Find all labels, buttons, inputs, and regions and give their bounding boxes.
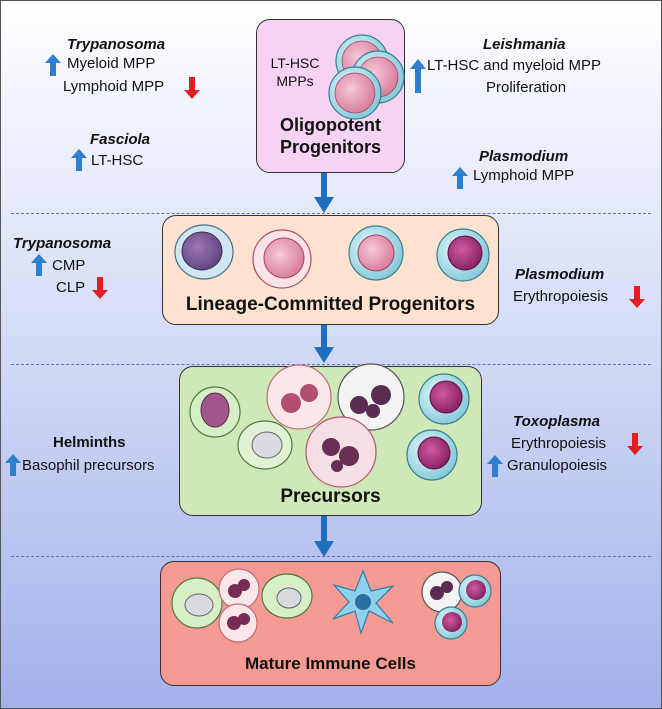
stage-divider: [11, 364, 651, 365]
cell-icon: [305, 416, 377, 488]
cell-icon: [337, 363, 405, 431]
effect-label: Erythropoiesis: [513, 288, 609, 305]
up-arrow-icon: [452, 167, 468, 189]
cell-icon: [174, 224, 234, 280]
effect-label: LT-HSC: [91, 152, 144, 169]
up-arrow-icon: [5, 454, 21, 476]
stage-title: Precursors: [280, 486, 381, 507]
cell-icon: [458, 574, 492, 608]
down-arrow-icon: [627, 433, 643, 455]
organism-label: Helminths: [53, 434, 126, 451]
cell-icon: [418, 373, 470, 425]
organism-label: Leishmania: [483, 36, 566, 53]
effect-label: Basophil precursors: [22, 457, 155, 474]
organism-label: Trypanosoma: [13, 235, 112, 252]
organism-label: Plasmodium: [479, 148, 569, 165]
organism-label: Fasciola: [90, 131, 151, 148]
stage-title: Lineage-Committed Progenitors: [185, 294, 476, 315]
cell-icon: [266, 364, 332, 430]
flow-arrow-icon: [314, 516, 334, 557]
flow-arrow-icon: [314, 173, 334, 213]
organism-label: Plasmodium: [515, 266, 605, 283]
cell-icon: [171, 577, 223, 629]
effect-label: LT-HSC and myeloid MPP: [427, 57, 601, 74]
cell-icon: [252, 229, 312, 289]
up-arrow-icon: [410, 59, 426, 93]
cell-icon: [332, 569, 395, 635]
stage-divider: [11, 556, 651, 557]
effect-label: Lymphoid MPP: [63, 78, 165, 95]
cell-icon: [421, 571, 463, 613]
effect-label: CLP: [56, 279, 86, 296]
cell-icon: [434, 606, 468, 640]
cell-icon: [261, 573, 313, 619]
up-arrow-icon: [487, 455, 503, 477]
stage-title: Mature Immune Cells: [245, 654, 416, 673]
cell-icon: [218, 603, 258, 643]
organism-label: Toxoplasma: [513, 413, 600, 430]
cell-icon: [436, 228, 490, 282]
effect-label: Myeloid MPP: [67, 55, 156, 72]
cell-icon: [328, 66, 382, 120]
effect-label: CMP: [52, 257, 86, 274]
cell-icon: [189, 386, 241, 438]
effect-label: Lymphoid MPP: [473, 167, 575, 184]
up-arrow-icon: [45, 54, 61, 76]
down-arrow-icon: [629, 286, 645, 308]
down-arrow-icon: [184, 77, 200, 99]
up-arrow-icon: [31, 254, 47, 276]
effect-label: Erythropoiesis: [511, 435, 607, 452]
cell-icon: [218, 568, 260, 610]
organism-label: Trypanosoma: [67, 36, 166, 53]
effect-label: Proliferation: [486, 79, 567, 96]
effect-label: Granulopoiesis: [507, 457, 608, 474]
down-arrow-icon: [92, 277, 108, 299]
flow-arrow-icon: [314, 325, 334, 363]
cell-icon: [406, 429, 458, 481]
cell-icon: [348, 225, 404, 281]
cell-icon: [237, 420, 293, 470]
up-arrow-icon: [71, 149, 87, 171]
stage-divider: [11, 213, 651, 214]
